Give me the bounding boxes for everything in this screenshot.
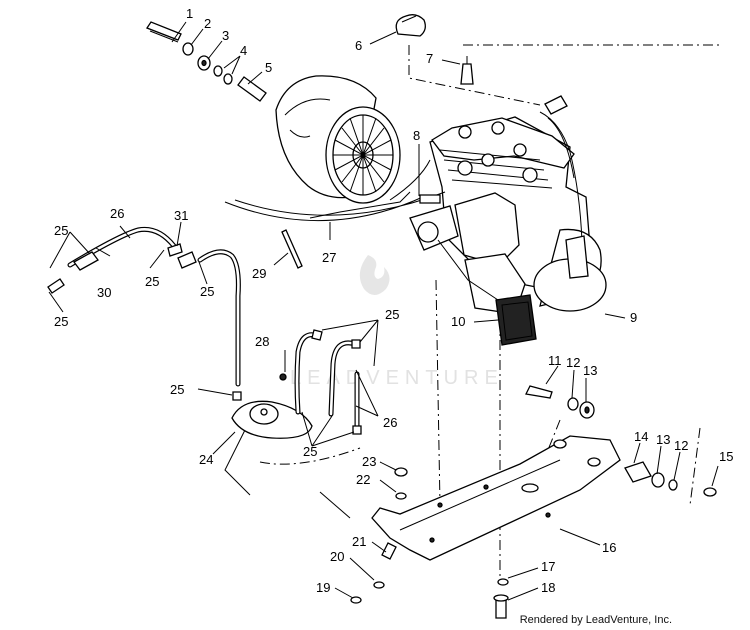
callout-12b: 12 bbox=[674, 438, 688, 453]
cap-and-plug bbox=[395, 14, 589, 279]
callout-1: 1 bbox=[186, 6, 193, 21]
callout-25b: 25 bbox=[54, 314, 68, 329]
callout-25e: 25 bbox=[170, 382, 184, 397]
callout-3: 3 bbox=[222, 28, 229, 43]
recoil-starter bbox=[275, 75, 401, 204]
callout-12: 12 bbox=[566, 355, 580, 370]
callout-18: 18 bbox=[541, 580, 555, 595]
watermark-text: LEADVENTURE bbox=[290, 367, 504, 389]
callout-26b: 26 bbox=[383, 415, 397, 430]
callout-14: 14 bbox=[634, 429, 648, 444]
callout-11: 11 bbox=[548, 353, 562, 368]
callout-27: 27 bbox=[322, 250, 336, 265]
callout-16: 16 bbox=[602, 540, 616, 555]
lower-hardware bbox=[319, 467, 509, 619]
callout-8: 8 bbox=[413, 128, 420, 143]
pin bbox=[281, 229, 303, 269]
callout-labels: 1 2 3 4 5 6 7 8 9 10 11 12 13 14 13 12 1… bbox=[54, 6, 733, 595]
engine-mount bbox=[495, 294, 537, 346]
bolt-stack bbox=[146, 21, 267, 102]
callout-5: 5 bbox=[265, 60, 272, 75]
leader-lines bbox=[48, 21, 719, 601]
fuel-line bbox=[47, 226, 242, 401]
callout-21: 21 bbox=[352, 534, 366, 549]
callout-13: 13 bbox=[583, 363, 597, 378]
callout-6: 6 bbox=[355, 38, 362, 53]
fuel-pump bbox=[231, 329, 362, 439]
callout-13b: 13 bbox=[656, 432, 670, 447]
callout-25a: 25 bbox=[54, 223, 68, 238]
callout-29: 29 bbox=[252, 266, 266, 281]
callout-24: 24 bbox=[199, 452, 213, 467]
mount-hardware bbox=[525, 385, 717, 497]
callout-7: 7 bbox=[426, 51, 433, 66]
callout-25d: 25 bbox=[200, 284, 214, 299]
watermark: LEADVENTURE bbox=[290, 255, 504, 389]
callout-31: 31 bbox=[174, 208, 188, 223]
callout-17: 17 bbox=[541, 559, 555, 574]
callout-9: 9 bbox=[630, 310, 637, 325]
callout-25c: 25 bbox=[145, 274, 159, 289]
engine bbox=[409, 116, 607, 315]
callout-4: 4 bbox=[240, 43, 247, 58]
callout-20: 20 bbox=[330, 549, 344, 564]
callout-23: 23 bbox=[362, 454, 376, 469]
wiring-harness bbox=[224, 159, 446, 222]
callout-15: 15 bbox=[719, 449, 733, 464]
callout-26a: 26 bbox=[110, 206, 124, 221]
callout-10: 10 bbox=[451, 314, 465, 329]
render-credit: Rendered by LeadVenture, Inc. bbox=[519, 614, 672, 626]
mounting-plate bbox=[371, 435, 621, 561]
callout-30: 30 bbox=[97, 285, 111, 300]
callout-2: 2 bbox=[204, 16, 211, 31]
callout-22: 22 bbox=[356, 472, 370, 487]
callout-28: 28 bbox=[255, 334, 269, 349]
callout-25f: 25 bbox=[385, 307, 399, 322]
callout-25g: 25 bbox=[303, 444, 317, 459]
callout-19: 19 bbox=[316, 580, 330, 595]
